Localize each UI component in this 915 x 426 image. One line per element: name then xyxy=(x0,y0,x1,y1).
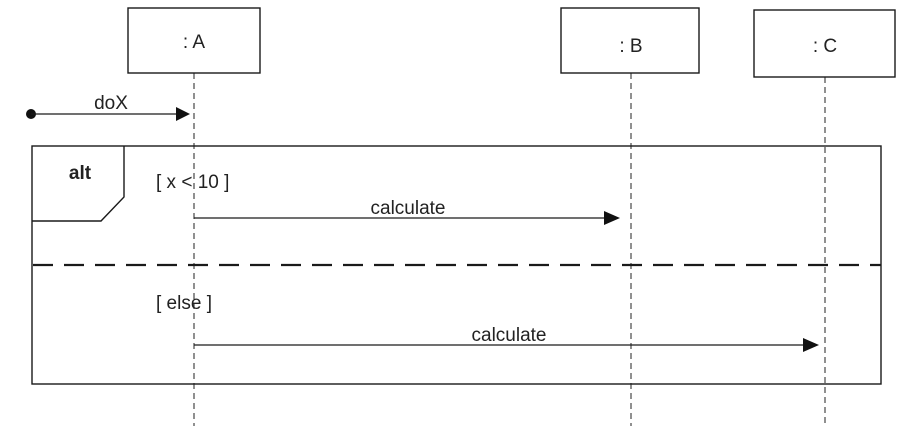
found-message-label: doX xyxy=(94,93,128,114)
calculate-b-label: calculate xyxy=(371,198,446,219)
operand-1-guard: [ x < 10 ] xyxy=(156,172,229,193)
lifeline-b-label: : B xyxy=(619,36,642,57)
lifeline-a-box xyxy=(127,7,261,74)
calculate-message-to-c[interactable]: calculate xyxy=(194,325,819,352)
calculate-c-label: calculate xyxy=(472,325,547,346)
lifeline-a-head[interactable]: : A xyxy=(127,7,261,74)
found-message-dox[interactable]: doX xyxy=(26,93,190,121)
calculate-c-arrowhead xyxy=(803,338,819,352)
lifeline-c-label: : C xyxy=(813,36,837,57)
alt-operator-tab xyxy=(32,146,125,222)
lifeline-a-label: : A xyxy=(183,32,206,53)
lifeline-b-box xyxy=(560,7,700,74)
lifeline-b-head[interactable]: : B xyxy=(560,7,700,74)
alt-operator-label: alt xyxy=(69,163,92,184)
operand-2-guard: [ else ] xyxy=(156,293,212,314)
lifeline-c-box xyxy=(753,9,896,78)
calculate-b-arrowhead xyxy=(604,211,620,225)
found-message-arrowhead xyxy=(176,107,190,121)
calculate-message-to-b[interactable]: calculate xyxy=(194,198,620,225)
alt-fragment[interactable]: alt xyxy=(31,145,882,385)
lifeline-c-head[interactable]: : C xyxy=(753,9,896,78)
